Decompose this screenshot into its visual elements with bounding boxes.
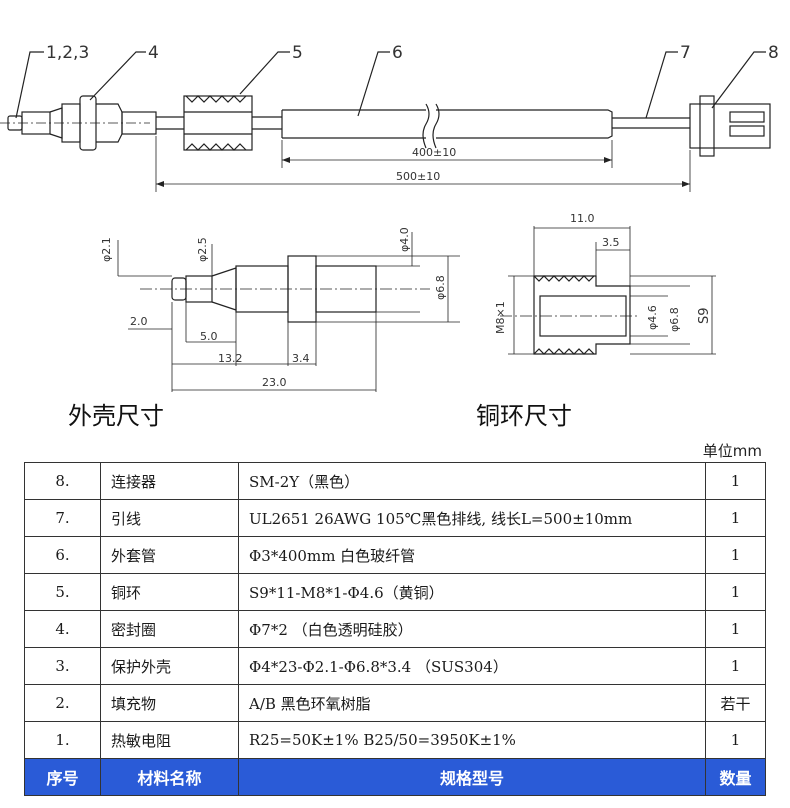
connector <box>689 103 771 149</box>
callout-7: 7 <box>680 43 691 63</box>
cell-no: 4. <box>24 610 101 648</box>
cell-name: 引线 <box>100 499 239 537</box>
cell-name: 外套管 <box>100 536 239 574</box>
header-name: 材料名称 <box>100 758 239 796</box>
cell-qty: 1 <box>705 499 766 537</box>
header-qty: 数量 <box>705 758 766 796</box>
dim-ring-width: 11.0 <box>570 212 595 225</box>
cell-name: 铜环 <box>100 573 239 611</box>
cell-no: 7. <box>24 499 101 537</box>
cell-name: 保护外壳 <box>100 647 239 685</box>
callout-8: 8 <box>768 43 779 63</box>
dim-tip-length: 2.0 <box>130 315 148 328</box>
dim-ring-diameter: φ6.8 <box>434 275 447 300</box>
cell-spec: Φ4*23-Φ2.1-Φ6.8*3.4 （SUS304） <box>238 647 706 685</box>
cell-qty: 1 <box>705 536 766 574</box>
cell-name: 连接器 <box>100 462 239 500</box>
header-spec: 规格型号 <box>238 758 706 796</box>
dim-thread: M8×1 <box>494 301 507 334</box>
cell-spec: Φ3*400mm 白色玻纤管 <box>238 536 706 574</box>
cell-qty: 若干 <box>705 684 766 722</box>
cell-spec: UL2651 26AWG 105℃黑色排线, 线长L=500±10mm <box>238 499 706 537</box>
table-header-row: 序号材料名称规格型号数量 <box>24 758 766 796</box>
dim-body-diameter: φ4.0 <box>398 227 411 252</box>
dim-tip-diameter: φ2.1 <box>100 237 113 262</box>
dim-hex-length: 3.5 <box>602 236 620 249</box>
cell-spec: Φ7*2 （白色透明硅胶） <box>238 610 706 648</box>
cell-no: 3. <box>24 647 101 685</box>
cell-spec: A/B 黑色环氧树脂 <box>238 684 706 722</box>
cell-no: 8. <box>24 462 101 500</box>
cell-spec: SM-2Y（黑色） <box>238 462 706 500</box>
cell-no: 6. <box>24 536 101 574</box>
cell-spec: R25=50K±1% B25/50=3950K±1% <box>238 721 706 759</box>
technical-drawing: 1,2,3 4 5 6 7 8 400±10 500±10 <box>0 43 779 430</box>
ring-section <box>533 275 631 355</box>
dim-bore: φ4.6 <box>646 305 659 330</box>
dim-outer-diameter: φ6.8 <box>668 307 681 332</box>
unit-label: 单位mm <box>702 442 762 460</box>
cell-qty: 1 <box>705 462 766 500</box>
cell-no: 5. <box>24 573 101 611</box>
cell-qty: 1 <box>705 721 766 759</box>
ring-caption: 铜环尺寸 <box>476 402 572 430</box>
dim-across-flats: S9 <box>697 307 712 324</box>
dim-len-a: 5.0 <box>200 330 218 343</box>
callout-1-2-3: 1,2,3 <box>46 43 89 63</box>
dim-500-label: 500±10 <box>396 170 440 183</box>
cell-spec: S9*11-M8*1-Φ4.6（黄铜） <box>238 573 706 611</box>
cell-qty: 1 <box>705 573 766 611</box>
cell-no: 2. <box>24 684 101 722</box>
callout-5: 5 <box>292 43 303 63</box>
callout-4: 4 <box>148 43 159 63</box>
header-no: 序号 <box>24 758 101 796</box>
cell-qty: 1 <box>705 610 766 648</box>
callout-6: 6 <box>392 43 403 63</box>
dim-total-length: 23.0 <box>262 376 287 389</box>
cell-name: 密封圈 <box>100 610 239 648</box>
cell-qty: 1 <box>705 647 766 685</box>
cell-name: 填充物 <box>100 684 239 722</box>
dim-ring-length: 3.4 <box>292 352 310 365</box>
dim-mid-diameter: φ2.5 <box>196 237 209 262</box>
copper-ring <box>183 95 253 151</box>
shell-caption: 外壳尺寸 <box>68 402 164 430</box>
dim-400-label: 400±10 <box>412 146 456 159</box>
cell-name: 热敏电阻 <box>100 721 239 759</box>
sleeve <box>281 109 426 139</box>
cell-no: 1. <box>24 721 101 759</box>
dim-len-b: 13.2 <box>218 352 243 365</box>
